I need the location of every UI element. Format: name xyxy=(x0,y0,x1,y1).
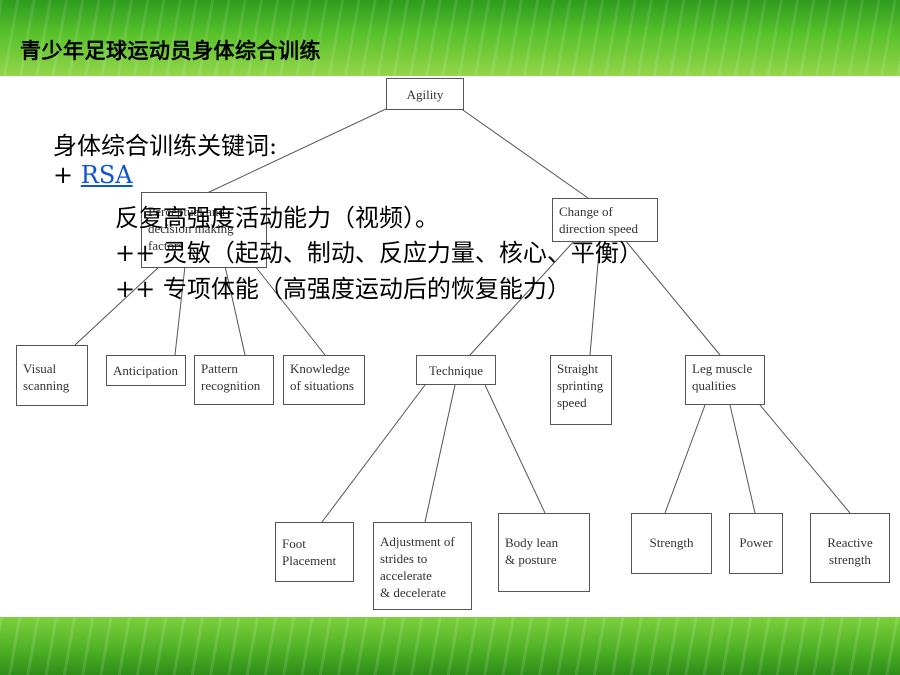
edge-agility-perceptual xyxy=(204,107,389,195)
node-power-line-1: Power xyxy=(739,535,773,550)
node-foot-placement: Foot Placement xyxy=(275,522,354,582)
node-leg-line-2: qualities xyxy=(692,378,737,393)
edge-cod-technique xyxy=(469,239,576,356)
node-agility-line-1: Agility xyxy=(406,87,444,102)
edge-agility-cod xyxy=(459,107,589,199)
edge-leg-strength xyxy=(664,404,706,514)
edge-technique-body xyxy=(484,384,546,514)
header-stripes xyxy=(0,0,900,76)
specific-fitness-line: ++ 专项体能（高强度运动后的恢复能力） xyxy=(115,275,571,303)
node-visual-line-2: scanning xyxy=(23,378,70,393)
node-perceptual-factors: Perceptual and decision making factors xyxy=(141,192,267,268)
node-knowledge-of-situations: Knowledge of situations xyxy=(283,355,365,405)
node-pattern-recognition: Pattern recognition xyxy=(194,355,274,405)
node-straight-line-3: speed xyxy=(557,395,587,410)
node-leg-line-1: Leg muscle xyxy=(692,361,753,376)
node-technique-line-1: Technique xyxy=(429,363,483,378)
node-reactive-strength: Reactive strength xyxy=(810,513,890,583)
node-pattern-line-1: Pattern xyxy=(201,361,238,376)
node-knowledge-line-2: of situations xyxy=(290,378,354,393)
node-body-line-1: Body lean xyxy=(505,535,559,550)
node-power: Power xyxy=(729,513,783,574)
node-strength-line-1: Strength xyxy=(649,535,694,550)
node-body-line-2: & posture xyxy=(505,552,557,567)
edge-perceptual-knowledge xyxy=(254,265,326,356)
rsa-line: + RSA xyxy=(53,161,133,189)
node-adjust-line-4: & decelerate xyxy=(380,585,447,600)
node-straight-sprinting-speed: Straight sprinting speed xyxy=(550,355,612,425)
node-technique: Technique xyxy=(416,355,496,385)
node-foot-line-2: Placement xyxy=(282,553,337,568)
edge-cod-leg xyxy=(624,239,721,356)
edge-perceptual-pattern xyxy=(224,265,246,356)
node-reactive-line-1: Reactive xyxy=(827,535,873,550)
node-pattern-line-2: recognition xyxy=(201,378,261,393)
agility-keyword-line: ++ 灵敏（起动、制动、反应力量、核心、平衡） xyxy=(115,239,643,267)
edge-technique-adjust xyxy=(424,384,456,523)
edge-perceptual-visual xyxy=(74,265,161,346)
footer-band xyxy=(0,617,900,675)
node-visual-scanning: Visual scanning xyxy=(16,345,88,406)
header-band: 青少年足球运动员身体综合训练 xyxy=(0,0,900,76)
node-perceptual-line-1: Perceptual and xyxy=(148,204,225,219)
node-knowledge-line-1: Knowledge xyxy=(290,361,350,376)
node-strength: Strength xyxy=(631,513,712,574)
node-reactive-line-2: strength xyxy=(829,552,871,567)
rsa-description: 反复高强度活动能力（视频）。 xyxy=(115,204,439,232)
slide-title: 青少年足球运动员身体综合训练 xyxy=(20,39,321,63)
node-body-lean-posture: Body lean & posture xyxy=(498,513,590,592)
edge-technique-foot xyxy=(321,384,426,523)
node-adjust-line-2: strides to xyxy=(380,551,428,566)
node-agility: Agility xyxy=(386,78,464,110)
edge-cod-straight xyxy=(589,239,601,356)
rsa-prefix: + xyxy=(53,161,81,189)
node-anticipation-line-1: Anticipation xyxy=(113,363,178,378)
footer-stripes xyxy=(0,617,900,675)
node-perceptual-line-2: decision making xyxy=(148,221,234,236)
node-anticipation: Anticipation xyxy=(106,355,186,386)
node-change-of-direction-speed: Change of direction speed xyxy=(552,198,658,242)
node-adjust-line-1: Adjustment of xyxy=(380,534,455,549)
node-cod-line-1: Change of xyxy=(559,204,613,219)
node-adjustment-of-strides: Adjustment of strides to accelerate & de… xyxy=(373,522,472,610)
node-foot-line-1: Foot xyxy=(282,536,306,551)
node-visual-line-1: Visual xyxy=(23,361,57,376)
rsa-link[interactable]: RSA xyxy=(80,161,133,189)
edge-leg-power xyxy=(729,404,756,514)
edge-perceptual-anticipation xyxy=(174,265,186,356)
node-cod-line-2: direction speed xyxy=(559,221,639,236)
node-straight-line-1: Straight xyxy=(557,361,599,376)
edge-leg-reactive xyxy=(759,404,851,514)
node-perceptual-line-3: factors xyxy=(148,238,184,253)
node-leg-muscle-qualities: Leg muscle qualities xyxy=(685,355,765,405)
keywords-heading: 身体综合训练关键词: xyxy=(53,132,278,160)
node-adjust-line-3: accelerate xyxy=(380,568,432,583)
node-straight-line-2: sprinting xyxy=(557,378,604,393)
